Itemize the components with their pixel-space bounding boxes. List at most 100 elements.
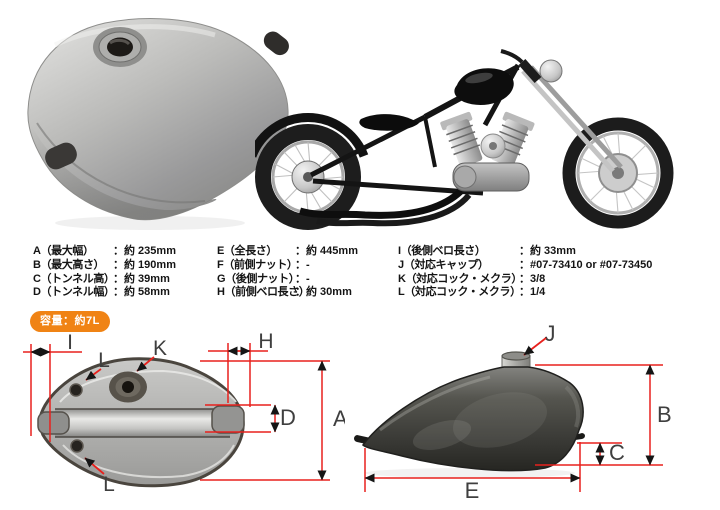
spec-row-a: A（最大幅） ：約 235mm (33, 245, 176, 259)
spec-row-k: K（対応コック・メクラ）：3/8 (398, 273, 652, 287)
spec-colon: ： (295, 286, 306, 299)
dimension-c (577, 442, 622, 466)
spec-value: 約 58mm (124, 286, 170, 299)
spec-value: 1/4 (530, 286, 546, 299)
spec-colon: ： (113, 286, 124, 299)
spec-value: 約 190mm (124, 258, 176, 271)
spec-colon: ： (519, 272, 530, 285)
dimension-i (23, 344, 82, 442)
spec-row-c: C（トンネル高）：約 39mm (33, 273, 176, 287)
dimension-label-l-bottom: L (103, 473, 115, 496)
dimension-label-j: J (545, 325, 556, 346)
tank-crease (36, 122, 206, 204)
tank-shadow (55, 216, 245, 230)
handlebar (500, 49, 524, 64)
tank-highlight (53, 24, 216, 48)
filler-neck-underside (109, 371, 147, 403)
tank-photo (27, 18, 289, 230)
spec-colon: ： (113, 272, 124, 285)
spec-label: F（前側ナット） (217, 258, 298, 271)
dimension-label-k: K (153, 337, 167, 360)
spec-colon: ： (295, 258, 306, 271)
spec-row-h: H（前側ベロ長さ）：約 30mm (217, 286, 358, 300)
dimension-d (205, 404, 280, 433)
spec-label: B（最大高さ） (33, 258, 105, 271)
spec-column-1: A（最大幅）：約 235mm B（最大高さ）：約 190mm C（トンネル高）：… (33, 245, 176, 300)
tank-side-view-diagram: J B C E (354, 325, 672, 503)
spec-row-g: G（後側ナット）：- (217, 273, 358, 287)
tank-rear-mount-tab (263, 31, 289, 56)
leader-j (523, 337, 547, 356)
spec-label: E（全長さ） (217, 245, 277, 257)
tank-lower-face-shade (31, 125, 217, 220)
tank-bottom-view (37, 357, 245, 488)
spec-column-3: I（後側ベロ長さ）：約 33mm J（対応キャップ）：#07-73410 or … (398, 245, 652, 300)
spec-label: K（対応コック・メクラ） (398, 272, 522, 285)
spec-column-2: E（全長さ）：約 445mm F（前側ナット）：- G（後側ナット）：- H（前… (217, 245, 358, 300)
spec-value: 約 39mm (124, 272, 170, 285)
front-mount-sleeve (211, 405, 245, 434)
spec-colon: ： (519, 258, 530, 271)
spec-value: 約 445mm (306, 245, 358, 257)
spec-value: - (306, 272, 310, 285)
rear-fender (255, 113, 369, 158)
petcock-bung-bottom (70, 439, 84, 453)
tank-front-mount-tab (45, 142, 77, 170)
dimension-label-d: D (280, 405, 296, 430)
tunnel-channel (55, 409, 230, 437)
dimension-label-a: A (333, 406, 345, 431)
spec-label: A（最大幅） (33, 245, 94, 257)
spec-value: 約 30mm (306, 286, 352, 299)
motorcycle-photo (255, 49, 674, 230)
capacity-badge: 容量：約7L (30, 311, 110, 332)
dimension-e (364, 442, 581, 492)
dimension-label-b: B (657, 402, 672, 427)
headlight (539, 59, 563, 83)
leader-l-top (85, 368, 102, 381)
dimension-label-h: H (258, 330, 273, 353)
bike-fuel-tank (454, 68, 514, 105)
seat (359, 114, 419, 131)
spec-colon: ： (113, 245, 124, 257)
spec-label: G（後側ナット） (217, 272, 300, 285)
tank-body (27, 18, 289, 221)
spec-row-l: L（対応コック・メクラ）：1/4 (398, 286, 652, 300)
spec-row-b: B（最大高さ） ：約 190mm (33, 259, 176, 273)
spec-label: I（後側ベロ長さ） (398, 245, 486, 257)
spec-row-j: J（対応キャップ） ：#07-73410 or #07-73450 (398, 259, 652, 273)
dimension-label-c: C (609, 440, 625, 465)
spec-label: H（前側ベロ長さ） (217, 286, 310, 299)
exhaust-pipes (298, 188, 472, 227)
front-fork (518, 59, 623, 173)
spec-colon: ： (519, 245, 530, 257)
leader-l-bottom (84, 457, 105, 475)
dimension-a (200, 360, 330, 481)
spec-row-d: D（トンネル幅）：約 58mm (33, 286, 176, 300)
dimension-label-l-top: L (98, 349, 110, 372)
rear-wheel (255, 124, 361, 230)
dimension-h (208, 343, 268, 407)
leader-k (136, 356, 155, 372)
spec-value: 約 235mm (124, 245, 176, 257)
spec-label: C（トンネル高） (33, 272, 115, 285)
dimension-label-e: E (465, 478, 480, 503)
spec-row-e: E（全長さ）：約 445mm (217, 245, 358, 259)
spec-value: - (306, 258, 310, 271)
spec-row-i: I（後側ベロ長さ） ：約 33mm (398, 245, 652, 259)
spec-label: J（対応キャップ） (398, 258, 489, 271)
tank-bottom-view-diagram: I L K H D A L (23, 330, 345, 496)
dimension-label-i: I (67, 331, 73, 354)
spec-colon: ： (295, 272, 306, 285)
spec-value: 約 33mm (530, 245, 576, 257)
petcock-bung-top (69, 383, 83, 397)
spec-row-f: F（前側ナット）：- (217, 259, 358, 273)
tank-side-view (354, 351, 585, 472)
spec-label: D（トンネル幅） (33, 286, 115, 299)
engine (440, 111, 535, 192)
rear-mount-sleeve (37, 411, 70, 435)
spec-colon: ： (113, 258, 124, 271)
spec-label: L（対応コック・メクラ） (398, 286, 521, 299)
tank-filler-hole (93, 27, 147, 67)
spec-value: #07-73410 or #07-73450 (530, 258, 653, 271)
